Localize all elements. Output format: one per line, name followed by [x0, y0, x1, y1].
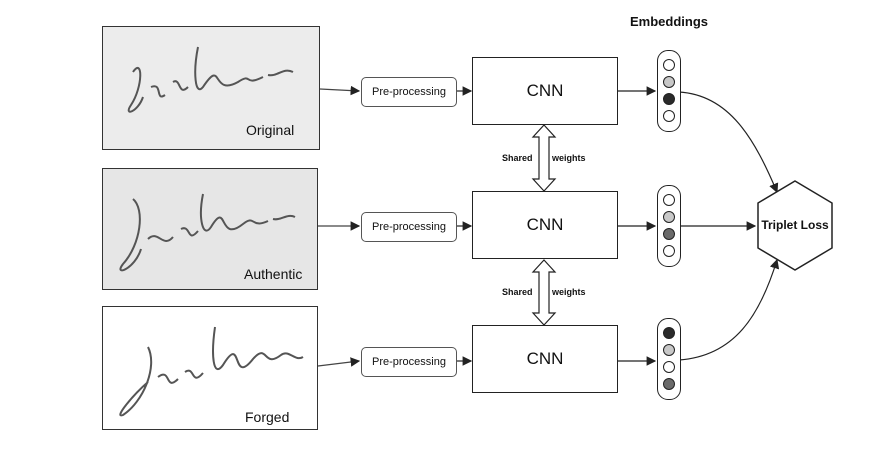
cnn-box: CNN [472, 191, 618, 259]
embedding-vector [657, 185, 681, 267]
embedding-cell [663, 76, 675, 88]
signature-image [127, 46, 294, 113]
embedding-cell [663, 245, 675, 257]
embedding-cell [663, 110, 675, 122]
weights-label: weights [552, 153, 586, 163]
weights-label: weights [552, 287, 586, 297]
cnn-box: CNN [472, 57, 618, 125]
embedding-cell [663, 59, 675, 71]
triplet-loss-label: Triplet Loss [761, 218, 829, 232]
signature-label: Forged [245, 409, 290, 425]
embedding-vector [657, 318, 681, 400]
embedding-cell [663, 211, 675, 223]
arrow-emb-to-loss-1 [678, 91, 779, 194]
arrow-emb-to-loss-3 [678, 258, 780, 361]
cnn-box: CNN [472, 325, 618, 393]
signature-image [119, 326, 304, 417]
embeddings-title: Embeddings [630, 14, 709, 29]
embedding-cell [663, 327, 675, 339]
embedding-cell [663, 93, 675, 105]
embedding-cell [663, 361, 675, 373]
signature-panel-forged: Forged [102, 306, 318, 430]
shared-label: Shared [502, 153, 533, 163]
preprocessing-box: Pre-processing [361, 212, 457, 242]
signature-image [119, 193, 296, 272]
preprocessing-box: Pre-processing [361, 77, 457, 107]
signature-label: Authentic [244, 266, 303, 282]
shared-label: Shared [502, 287, 533, 297]
signature-panel-authentic: Authentic [102, 168, 318, 290]
signature-panel-original: Original [102, 26, 320, 150]
embedding-vector [657, 50, 681, 132]
embedding-cell [663, 378, 675, 390]
triplet-loss-node [757, 180, 833, 271]
arrow-sig-to-pre-1 [319, 85, 361, 96]
embedding-cell [663, 228, 675, 240]
embedding-cell [663, 344, 675, 356]
embedding-cell [663, 194, 675, 206]
preprocessing-box: Pre-processing [361, 347, 457, 377]
signature-label: Original [246, 122, 295, 138]
arrow-sig-to-pre-3 [317, 357, 361, 367]
